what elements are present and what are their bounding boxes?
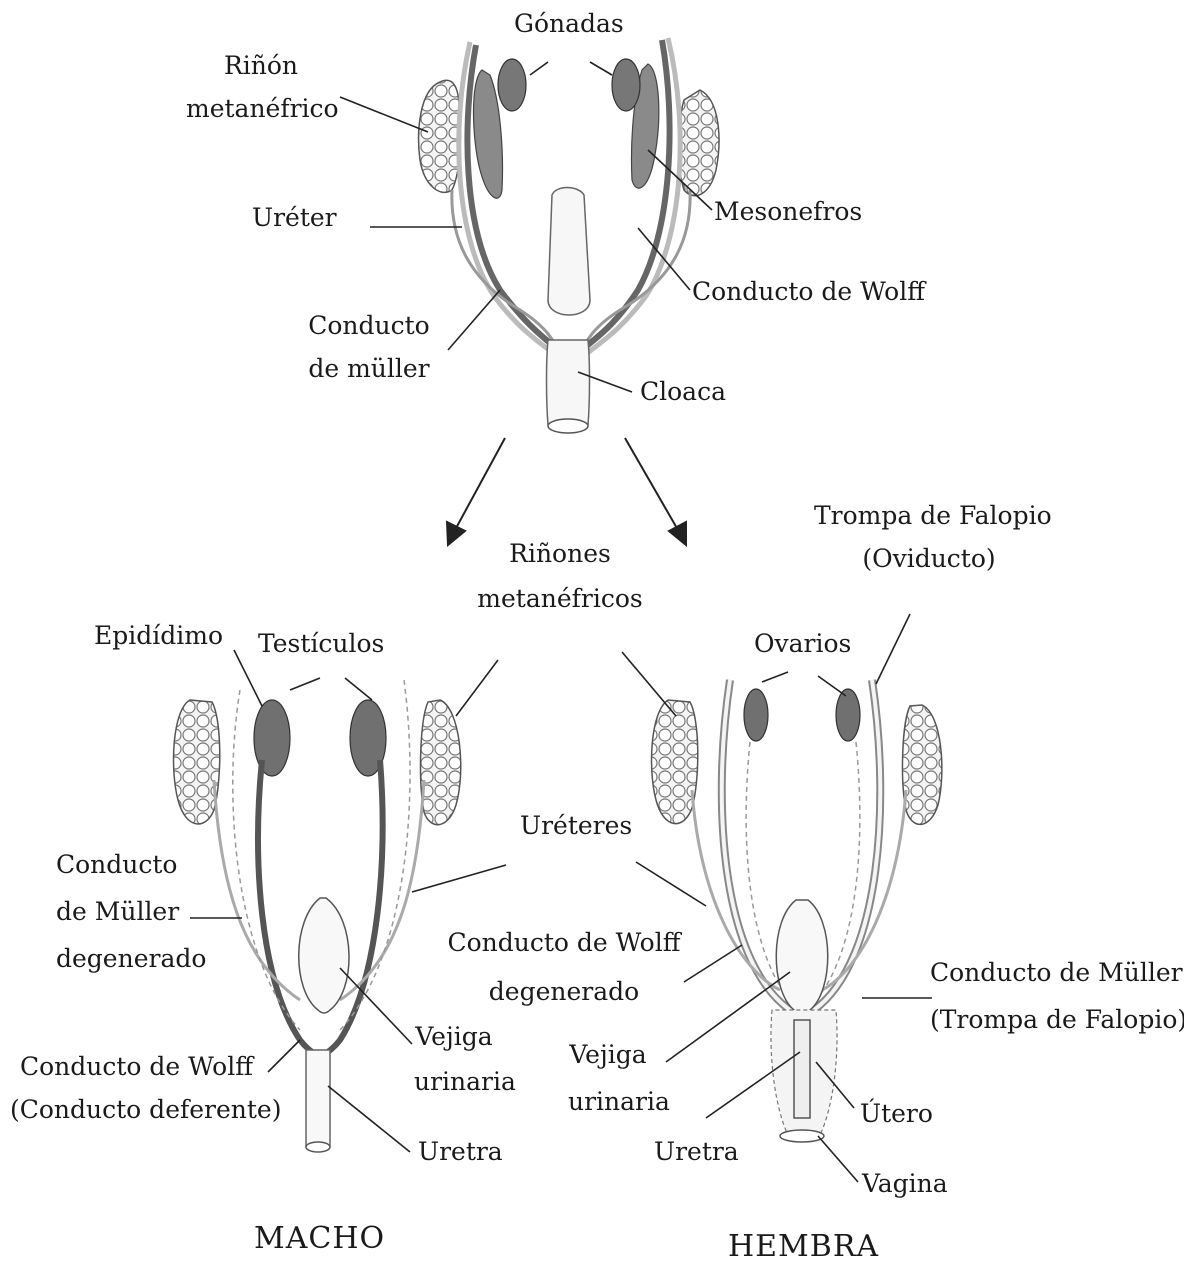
female-left-ovary xyxy=(744,689,768,741)
label-muller-line1: Conducto xyxy=(296,312,442,341)
label-wolff-deferente: Conducto de Wolff (Conducto deferente) xyxy=(20,1054,281,1122)
label-rinones-line1: Riñones xyxy=(470,540,650,569)
label-muller-fem-line2: (Trompa de Falopio) xyxy=(930,1007,1180,1032)
female-right-kidney xyxy=(903,705,942,824)
female-left-kidney xyxy=(652,700,698,824)
label-muller-fem-line1: Conducto de Müller xyxy=(930,960,1180,985)
label-wolff-def-line2: (Conducto deferente) xyxy=(10,1097,281,1122)
right-gonad xyxy=(612,59,640,111)
female-urethra xyxy=(794,1020,810,1118)
label-male-vejiga-line1: Vejiga xyxy=(414,1024,494,1049)
label-ovarios: Ovarios xyxy=(754,630,851,659)
label-ureteres: Uréteres xyxy=(520,812,632,841)
label-male-uretra: Uretra xyxy=(418,1138,503,1167)
female-drawing xyxy=(652,680,942,1142)
male-bladder xyxy=(299,898,349,1013)
label-trompa-line1: Trompa de Falopio xyxy=(814,502,1044,531)
male-left-kidney xyxy=(174,700,220,824)
label-cloaca: Cloaca xyxy=(640,378,726,407)
label-macho: MACHO xyxy=(254,1222,385,1257)
left-gonad xyxy=(498,59,526,111)
cloaca-opening xyxy=(548,419,588,433)
label-hembra: HEMBRA xyxy=(728,1230,879,1265)
central-stalk xyxy=(548,188,590,316)
label-testiculos: Testículos xyxy=(258,630,384,659)
label-wolff-deg-line2: degenerado xyxy=(444,979,684,1004)
label-gonadas: Gónadas xyxy=(514,10,624,39)
left-metanephric-kidney xyxy=(419,80,461,192)
label-female-vejiga: Vejiga urinaria xyxy=(568,1042,648,1114)
label-female-vejiga-line1: Vejiga xyxy=(568,1042,648,1067)
label-muller-deg-line3: degenerado xyxy=(56,946,206,971)
male-right-kidney xyxy=(421,700,461,825)
label-conducto-muller: Conducto de müller xyxy=(296,312,442,384)
label-female-vejiga-line2: urinaria xyxy=(568,1089,648,1114)
label-muller-trompa: Conducto de Müller (Trompa de Falopio) xyxy=(930,960,1180,1032)
label-muller-line2: de müller xyxy=(296,355,442,384)
label-trompa-line2: (Oviducto) xyxy=(814,545,1044,574)
label-epididimo: Epidídimo xyxy=(94,622,223,651)
male-left-vas-deferens xyxy=(258,760,318,1056)
label-male-vejiga-line2: urinaria xyxy=(414,1069,494,1094)
left-ureter xyxy=(452,190,562,360)
label-utero: Útero xyxy=(860,1100,933,1129)
label-rinones-line2: metanéfricos xyxy=(470,585,650,614)
male-urethra xyxy=(306,1050,330,1146)
label-muller-deg-line2: de Müller xyxy=(56,899,206,924)
development-arrows xyxy=(447,438,686,545)
label-rinones-metanefricos: Riñones metanéfricos xyxy=(470,540,650,614)
label-rinon-line2: metanéfrico xyxy=(186,95,336,124)
label-mesonefros: Mesonefros xyxy=(714,198,862,227)
label-muller-degenerado: Conducto de Müller degenerado xyxy=(56,852,206,971)
label-male-vejiga: Vejiga urinaria xyxy=(414,1024,494,1094)
label-muller-deg-line1: Conducto xyxy=(56,852,206,877)
label-trompa-falopio: Trompa de Falopio (Oviducto) xyxy=(814,502,1044,574)
label-conducto-wolff: Conducto de Wolff xyxy=(692,278,925,307)
label-rinon-metanefrico: Riñón metanéfrico xyxy=(186,52,336,124)
label-wolff-deg-line1: Conducto de Wolff xyxy=(444,930,684,955)
female-bladder xyxy=(776,900,828,1013)
label-wolff-def-line1: Conducto de Wolff xyxy=(20,1054,281,1079)
indifferent-stage-drawing xyxy=(419,38,719,433)
right-metanephric-kidney xyxy=(679,90,719,196)
label-wolff-degenerado: Conducto de Wolff degenerado xyxy=(444,930,684,1004)
female-right-ureter xyxy=(822,790,906,990)
label-vagina: Vagina xyxy=(862,1170,948,1199)
cloaca xyxy=(547,340,590,425)
label-ureter: Uréter xyxy=(252,204,337,233)
label-female-uretra: Uretra xyxy=(654,1138,739,1167)
female-right-ovary xyxy=(836,689,860,741)
label-rinon-line1: Riñón xyxy=(186,52,336,81)
